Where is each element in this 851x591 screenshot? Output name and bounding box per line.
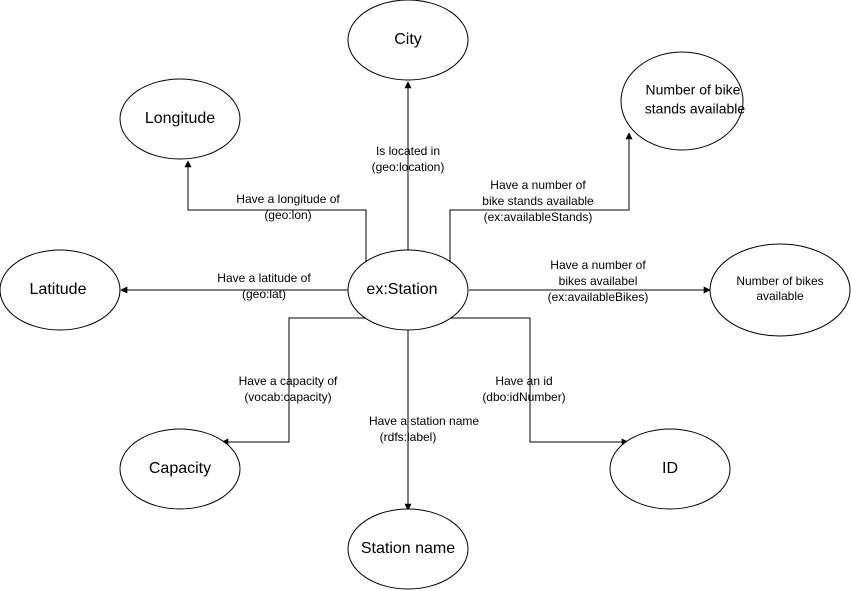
- edge-bikes-label-2: bikes availabel: [559, 274, 638, 288]
- node-capacity-shape: [119, 428, 241, 510]
- edge-longitude-label-2: (geo:lon): [264, 208, 311, 222]
- edge-capacity-label-2: (vocab:capacity): [244, 390, 331, 404]
- node-stands-line-2: stands available: [645, 101, 746, 117]
- edge-id: [450, 317, 629, 446]
- edge-stands-label-1: Have a number of: [490, 178, 586, 192]
- node-bikes-line-1: Number of bikes: [736, 274, 823, 288]
- node-id: ID: [662, 460, 678, 477]
- node-longitude: Longitude: [145, 110, 215, 127]
- node-latitude-shape: [0, 249, 121, 331]
- node-city-shape: [347, 0, 469, 81]
- edge-capacity-label-1: Have a capacity of: [239, 374, 338, 388]
- edge-latitude-label-1: Have a latitude of: [217, 271, 311, 285]
- edge-longitude: [184, 160, 367, 262]
- edge-stands: [449, 132, 633, 262]
- edge-id-label-2: (dbo:idNumber): [482, 390, 565, 404]
- node-city: City: [394, 31, 422, 48]
- node-bikes-shape: [709, 243, 851, 337]
- edge-location-label-1: Is located in: [376, 144, 440, 158]
- node-longitude-shape: [119, 78, 241, 160]
- node-stands-line-1: Number of bike: [646, 82, 741, 98]
- edge-id-label-1: Have an id: [495, 374, 552, 388]
- edge-capacity: [221, 317, 366, 446]
- node-station: ex:Station: [366, 281, 437, 298]
- edge-name-label-1: Have a station name: [369, 414, 479, 428]
- node-bikes-line-2: available: [756, 289, 804, 303]
- node-id-shape: [609, 428, 731, 510]
- edge-stands-label-3: (ex:availableStands): [484, 210, 593, 224]
- node-station-name-shape: [347, 508, 469, 590]
- node-station-shape: [347, 249, 469, 331]
- edge-location-label-2: (geo:location): [372, 160, 445, 174]
- node-latitude: Latitude: [30, 281, 87, 298]
- edge-name-label-2: (rdfs:label): [380, 430, 437, 444]
- edge-latitude-label-2: (geo:lat): [242, 287, 286, 301]
- node-stands-shape: [620, 51, 744, 151]
- node-station-name: Station name: [361, 540, 455, 557]
- edge-longitude-label-1: Have a longitude of: [236, 192, 340, 206]
- node-capacity: Capacity: [149, 460, 211, 477]
- edge-bikes-label-3: (ex:availableBikes): [548, 290, 649, 304]
- edge-bikes-label-1: Have a number of: [550, 258, 646, 272]
- edge-stands-label-2: bike stands available: [482, 194, 594, 208]
